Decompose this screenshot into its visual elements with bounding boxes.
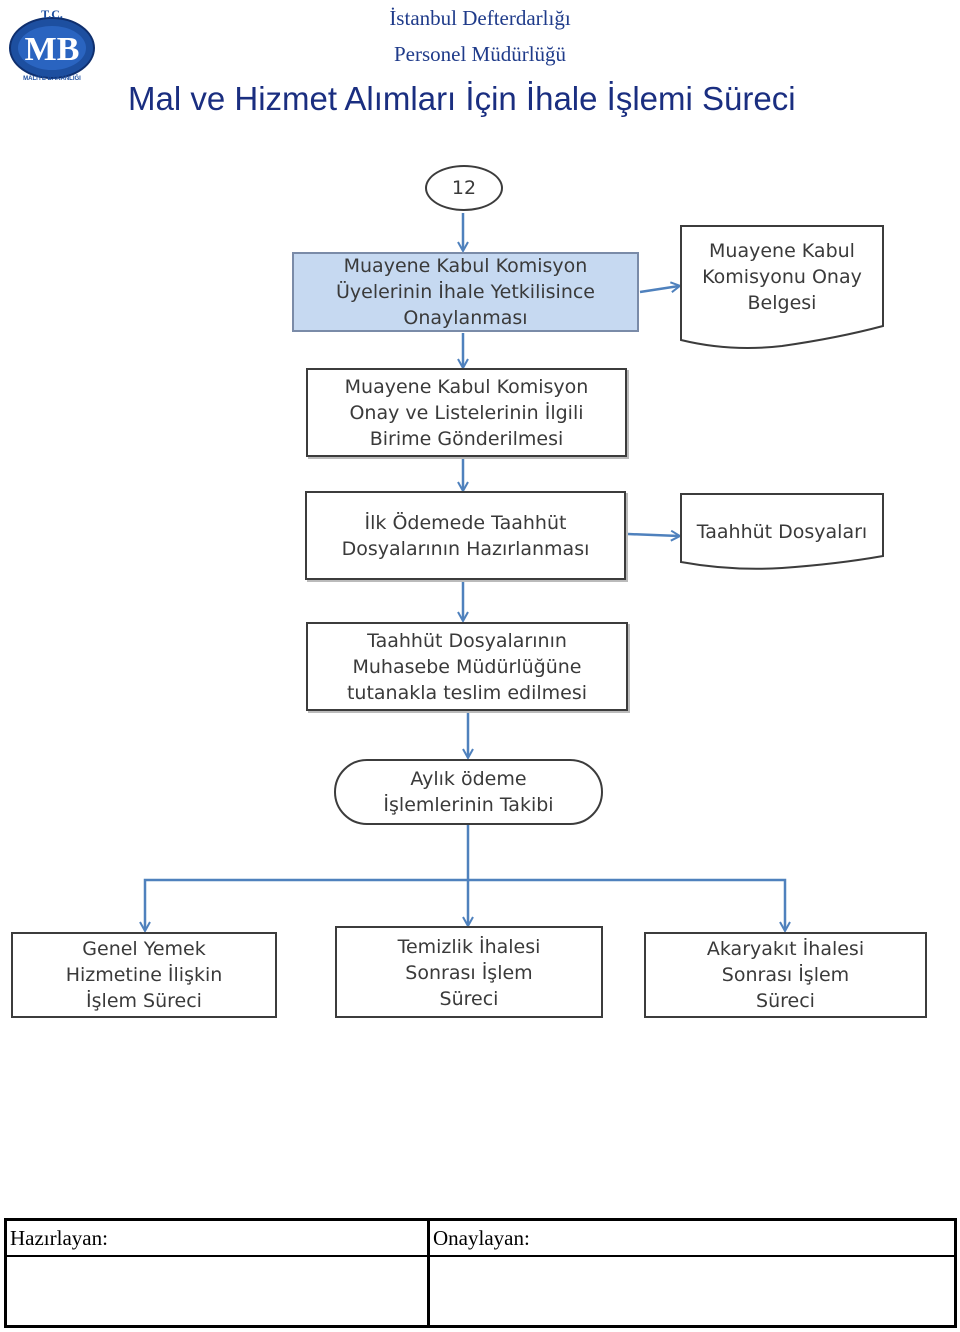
- table-divider: [427, 1221, 430, 1325]
- logo-top-text: T.C.: [41, 7, 63, 21]
- process-step-deliver-files-label: Taahhüt Dosyalarının Muhasebe Müdürlüğün…: [346, 629, 588, 704]
- predefined-process-shape-cleaning[interactable]: Temizlik İhalesi Sonrası İşlem Süreci: [335, 926, 603, 1018]
- prepared-by-label: Hazırlayan:: [10, 1226, 108, 1250]
- terminator-label: Aylık ödeme İşlemlerinin Takibi: [383, 768, 554, 816]
- connector-circle: 12: [425, 165, 503, 211]
- document-shape: [680, 225, 884, 349]
- document-shape: [680, 493, 884, 570]
- process-step-prepare-files-label: İlk Ödemede Taahhüt Dosyalarının Hazırla…: [341, 511, 590, 560]
- subprocess-cleaning-label: Temizlik İhalesi Sonrası İşlem Süreci: [397, 936, 541, 1010]
- process-step-approval: Muayene Kabul Komisyon Üyelerinin İhale …: [292, 252, 639, 332]
- branch-arrow-right: [468, 878, 785, 930]
- subprocess-catering-label: Genel Yemek Hizmetine İlişkin İşlem Süre…: [65, 938, 223, 1012]
- document-commitment-files: Taahhüt Dosyaları: [696, 521, 868, 543]
- ministry-logo: MB T.C. MALİYE BAKANLIĞI: [6, 4, 98, 82]
- arrow-right-icon: [627, 534, 679, 536]
- connector-label: 12: [451, 177, 477, 199]
- process-step-send-lists-label: Muayene Kabul Komisyon Onay ve Listeleri…: [344, 375, 589, 450]
- signature-table: Hazırlayan: Onaylayan:: [4, 1218, 957, 1328]
- org-line-1: İstanbul Defterdarlığı: [389, 6, 571, 30]
- predefined-process-shape-fuel[interactable]: Akaryakıt İhalesi Sonrası İşlem Süreci: [644, 932, 927, 1018]
- process-step-prepare-files: İlk Ödemede Taahhüt Dosyalarının Hazırla…: [305, 491, 626, 580]
- page-title: Mal ve Hizmet Alımları İçin İhale İşlemi…: [128, 80, 796, 117]
- process-step-send-lists: Muayene Kabul Komisyon Onay ve Listeleri…: [306, 368, 627, 457]
- document-approval-certificate: Muayene Kabul Komisyonu Onay Belgesi: [702, 240, 862, 314]
- ministry-logo-graphic: MB T.C. MALİYE BAKANLIĞI: [9, 7, 95, 82]
- process-step-approval-label: Muayene Kabul Komisyon Üyelerinin İhale …: [335, 255, 595, 329]
- subprocess-fuel-label: Akaryakıt İhalesi Sonrası İşlem Süreci: [706, 938, 865, 1012]
- table-row-divider: [7, 1255, 954, 1257]
- org-line-2: Personel Müdürlüğü: [393, 42, 567, 66]
- logo-bottom-text: MALİYE BAKANLIĞI: [23, 74, 81, 82]
- process-step-deliver-files: Taahhüt Dosyalarının Muhasebe Müdürlüğün…: [306, 622, 628, 711]
- branch-arrow-left: [145, 825, 470, 930]
- logo-letters: MB: [25, 31, 80, 68]
- predefined-process-shape-catering[interactable]: Genel Yemek Hizmetine İlişkin İşlem Süre…: [11, 932, 277, 1018]
- arrow-right-icon: [639, 286, 679, 294]
- terminator-shape: Aylık ödeme İşlemlerinin Takibi: [334, 759, 603, 825]
- approved-by-label: Onaylayan:: [433, 1226, 530, 1250]
